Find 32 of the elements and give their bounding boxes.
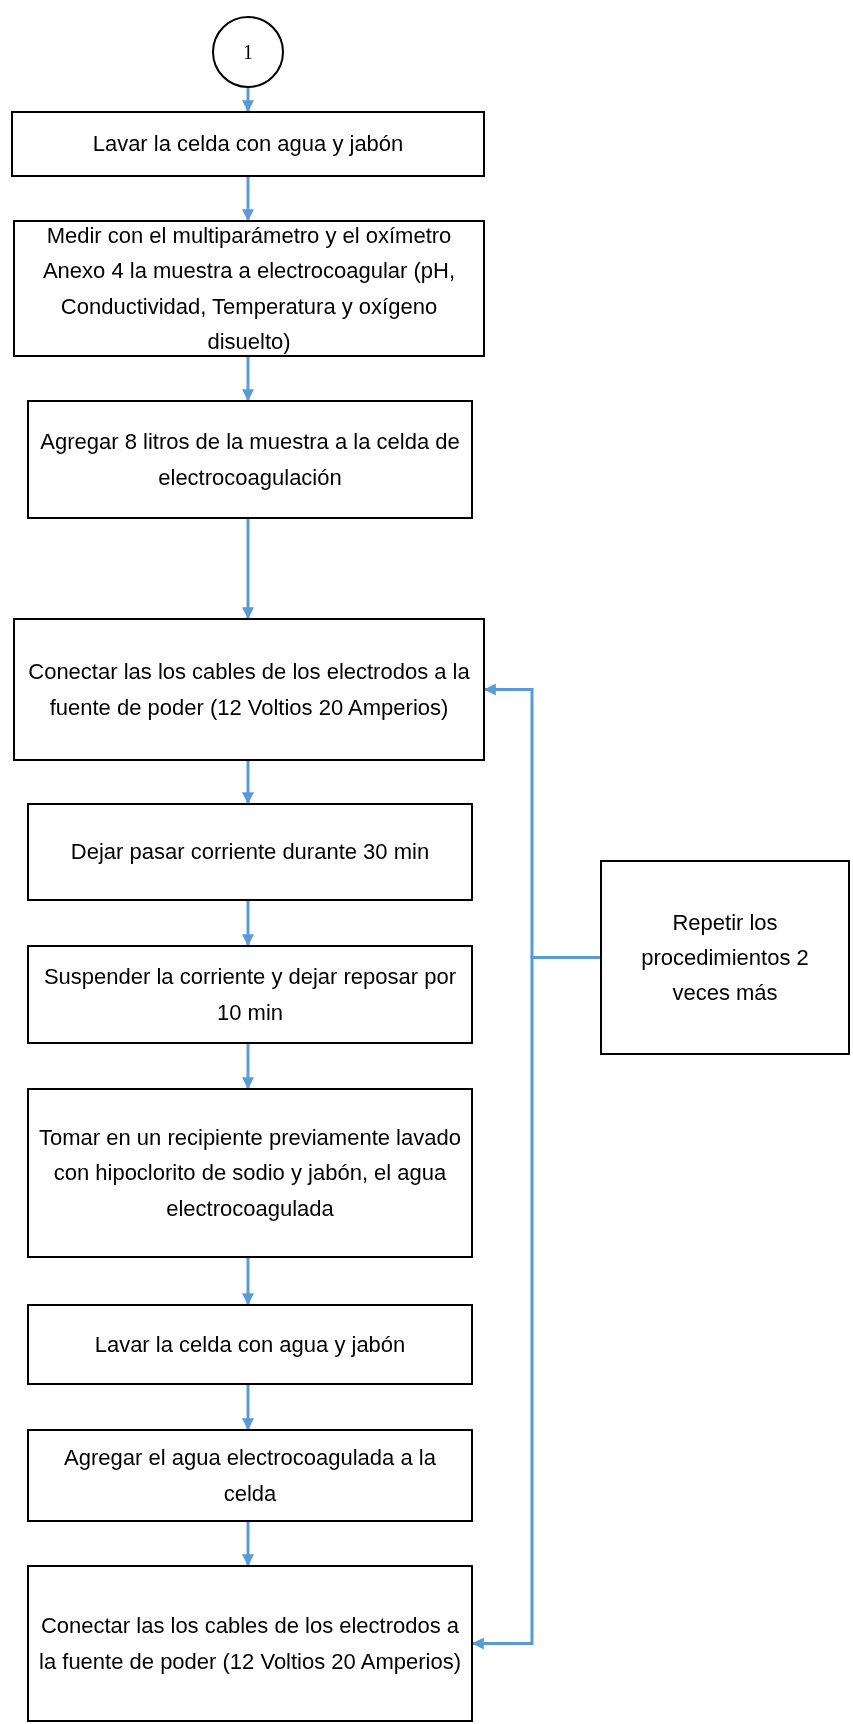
process-box	[11, 111, 485, 177]
process-box	[27, 945, 473, 1044]
step-text: Agregar el agua electrocoagulada a la celda	[63, 1444, 437, 1508]
step-text: Lavar la celda con agua y jabón	[91, 130, 405, 159]
step-text: 1	[243, 40, 253, 65]
arrow	[242, 761, 254, 805]
process-box	[27, 803, 473, 901]
step-text: Conectar las los cables de los electrodos a la fuente de poder (12 Voltios 20 Amperios)	[27, 658, 471, 722]
process-box	[27, 1088, 473, 1258]
step-text: Conectar las los cables de los electrodos a la fuente de poder (12 Voltios 20 Amperios)	[38, 1612, 462, 1676]
arrow	[242, 1385, 254, 1431]
step-text: Tomar en un recipiente previamente lavado con hipoclorito de sodio y jabón, el agua electrocoagulada	[38, 1124, 462, 1223]
step-text: Suspender la corriente y dejar reposar por 10 min	[42, 963, 458, 1027]
step-text: Repetir los procedimientos 2 veces más	[640, 908, 810, 1008]
arrow	[242, 1522, 254, 1567]
note-box	[600, 860, 850, 1055]
arrow	[242, 88, 254, 113]
process-box	[13, 618, 485, 761]
arrow	[242, 901, 254, 947]
step-text: Dejar pasar corriente durante 30 min	[69, 838, 431, 867]
step-text: Agregar 8 litros de la muestra a la celda de electrocoagulación	[39, 428, 461, 492]
arrow	[242, 519, 254, 620]
process-box	[27, 1565, 473, 1722]
arrow	[242, 1044, 254, 1090]
process-box	[27, 400, 473, 519]
arrow	[242, 177, 254, 222]
process-box	[27, 1304, 473, 1385]
arrow	[242, 357, 254, 402]
arrow	[242, 1258, 254, 1306]
process-box	[27, 1429, 473, 1522]
step-text: Lavar la celda con agua y jabón	[93, 1330, 407, 1359]
step-text: Medir con el multiparámetro y el oxímetro Anexo 4 la muestra a electrocoagular (pH, Conductividad, Temperatura y oxígeno disuelto)	[41, 222, 457, 356]
